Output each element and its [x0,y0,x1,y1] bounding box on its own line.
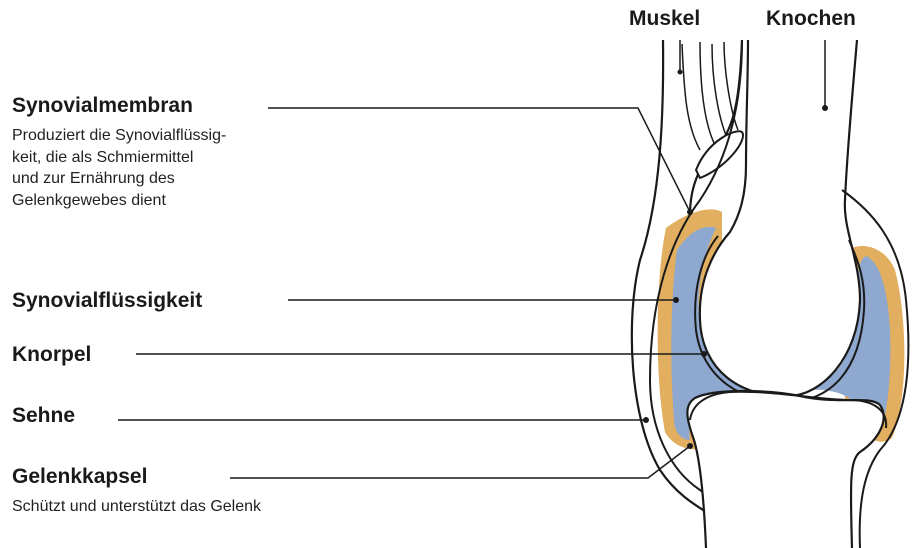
description-synovialmembran-line: keit, die als Schmiermittel [12,147,226,169]
pointer-muskel-dot [678,70,683,75]
bone-lower [687,391,883,548]
description-synovialmembran-line: Gelenkgewebes dient [12,190,226,212]
label-sehne: Sehne [12,404,75,428]
description-synovialmembran-line: und zur Ernährung des [12,168,226,190]
label-synovialfluessigkeit: Synovialflüssigkeit [12,289,202,313]
leader-knorpel-dot [701,351,707,357]
muscle-outline [690,40,742,215]
bone-upper [700,40,860,396]
pointer-knochen-dot [822,105,828,111]
leader-sehne-dot [643,417,649,423]
label-synovialmembran: Synovialmembran [12,94,193,118]
leader-gelenkkapsel [230,446,690,478]
description-gelenkkapsel: Schützt und unterstützt das Gelenk [12,496,261,518]
tendon-eye [696,131,743,178]
leader-synovialfluessigkeit-dot [673,297,679,303]
leader-synovialmembran-dot [687,209,693,215]
leader-gelenkkapsel-dot [687,443,693,449]
description-synovialmembran-line: Produziert die Synovialflüssig- [12,125,226,147]
label-knorpel: Knorpel [12,343,91,367]
label-knochen: Knochen [766,7,856,31]
description-synovialmembran: Produziert die Synovialflüssig- keit, di… [12,125,226,211]
leader-synovialmembran [268,108,690,212]
label-muskel: Muskel [629,7,700,31]
label-gelenkkapsel: Gelenkkapsel [12,465,147,489]
